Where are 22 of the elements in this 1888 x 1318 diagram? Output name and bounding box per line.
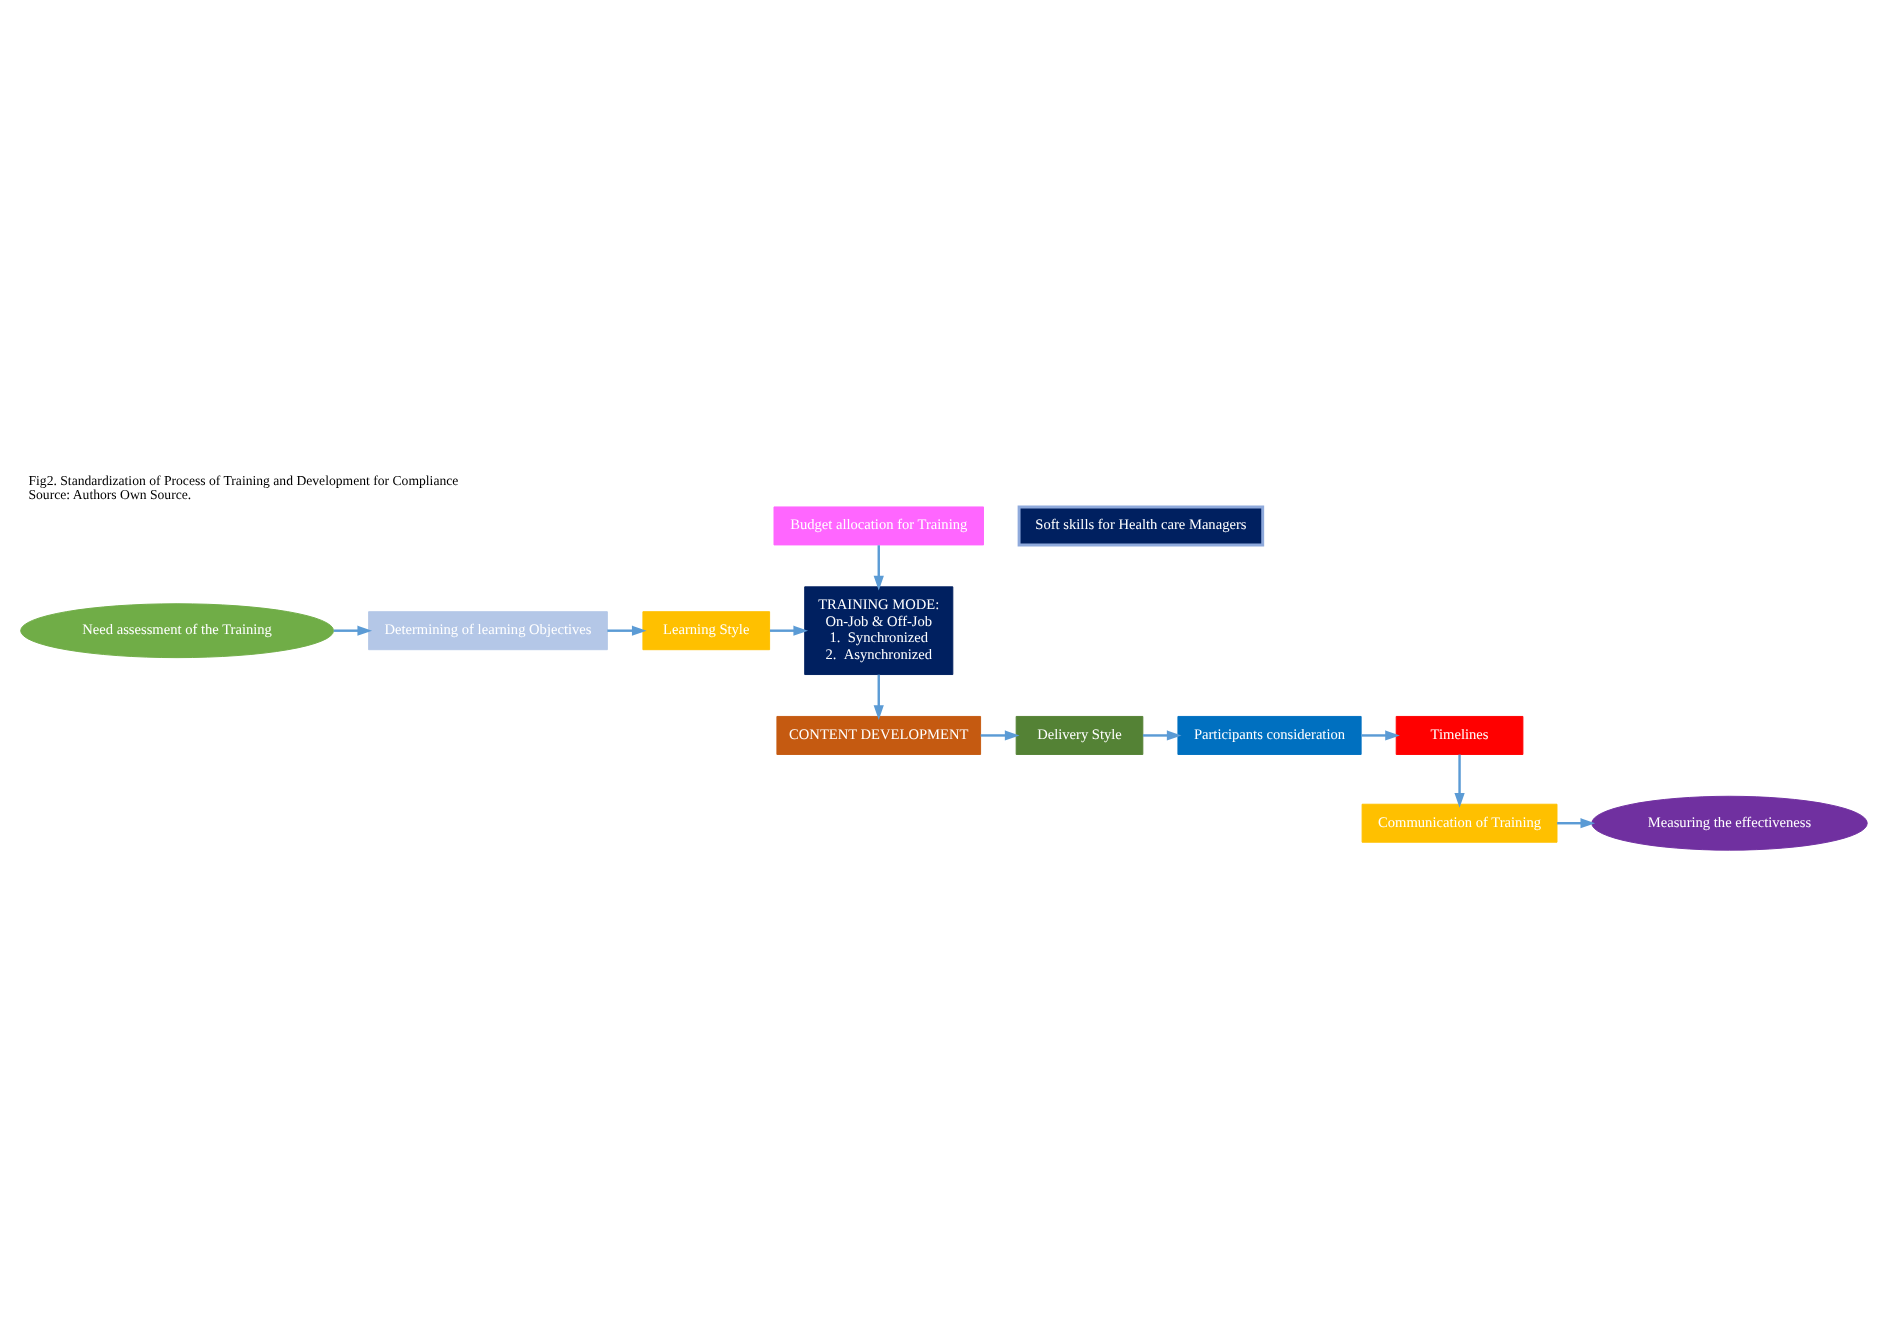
node-box: Learning Style [642,610,771,650]
node-box: Delivery Style [1015,714,1144,754]
arrow [769,624,809,635]
node-box: CONTENT DEVELOPMENT [776,714,982,754]
arrow [873,544,884,590]
node-ellipse: Need assessment of the Training [20,602,335,658]
node-box: Budget allocation for Training [773,505,984,545]
arrow [873,673,884,719]
arrow [1454,753,1465,807]
arrow [607,624,647,635]
node-box: Timelines [1395,714,1524,754]
node-box: TRAINING MODE: On-Job & Off-Job 1. Synchronized 2. Asynchronized [804,585,954,675]
node-box: Participants consideration [1177,714,1362,754]
node-box: Determining of learning Objectives [368,610,608,650]
arrow [980,729,1020,740]
arrow [333,624,373,635]
node-box: Communication of Training [1361,802,1558,842]
arrow [1361,729,1400,740]
arrow [1142,729,1182,740]
node-ellipse: Measuring the effectiveness [1591,794,1868,850]
arrow [1557,817,1596,828]
node-box: Soft skills for Health care Managers [1017,504,1265,546]
